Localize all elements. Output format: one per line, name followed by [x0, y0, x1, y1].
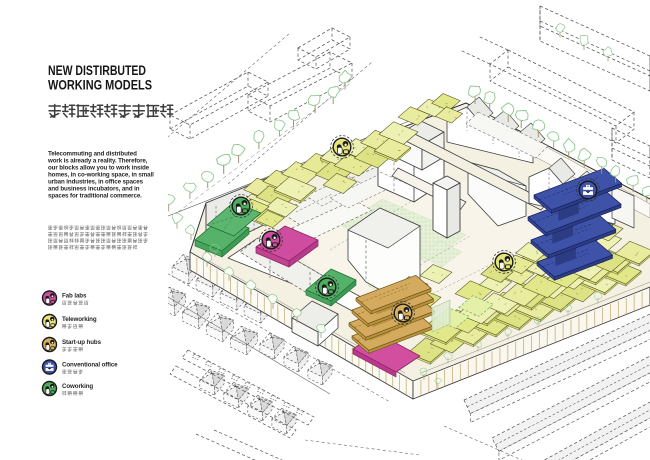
svg-text:homes, in co-working space, in: homes, in co-working space, in small [48, 172, 154, 179]
svg-text:Conventional office: Conventional office [62, 362, 118, 369]
svg-text:WORKING MODELS: WORKING MODELS [48, 78, 152, 94]
svg-text:Telecommuting and distributed: Telecommuting and distributed [48, 151, 137, 158]
svg-text:Fab labs: Fab labs [62, 293, 87, 300]
svg-text:NEW DISTIRBUTED: NEW DISTIRBUTED [48, 63, 146, 79]
svg-text:urban industries, in office sp: urban industries, in office spaces [48, 179, 144, 186]
svg-text:work is already a reality. The: work is already a reality. Therefore, [47, 158, 148, 165]
svg-text:spaces for traditional commerc: spaces for traditional commerce. [48, 193, 142, 200]
svg-text:Coworking: Coworking [62, 383, 93, 390]
svg-text:Start-up hubs: Start-up hubs [62, 339, 102, 346]
svg-text:Teleworking: Teleworking [62, 316, 97, 323]
svg-text:and business incubators, and i: and business incubators, and in [48, 186, 140, 193]
svg-text:our blocks allow you to work i: our blocks allow you to work inside [48, 165, 150, 172]
